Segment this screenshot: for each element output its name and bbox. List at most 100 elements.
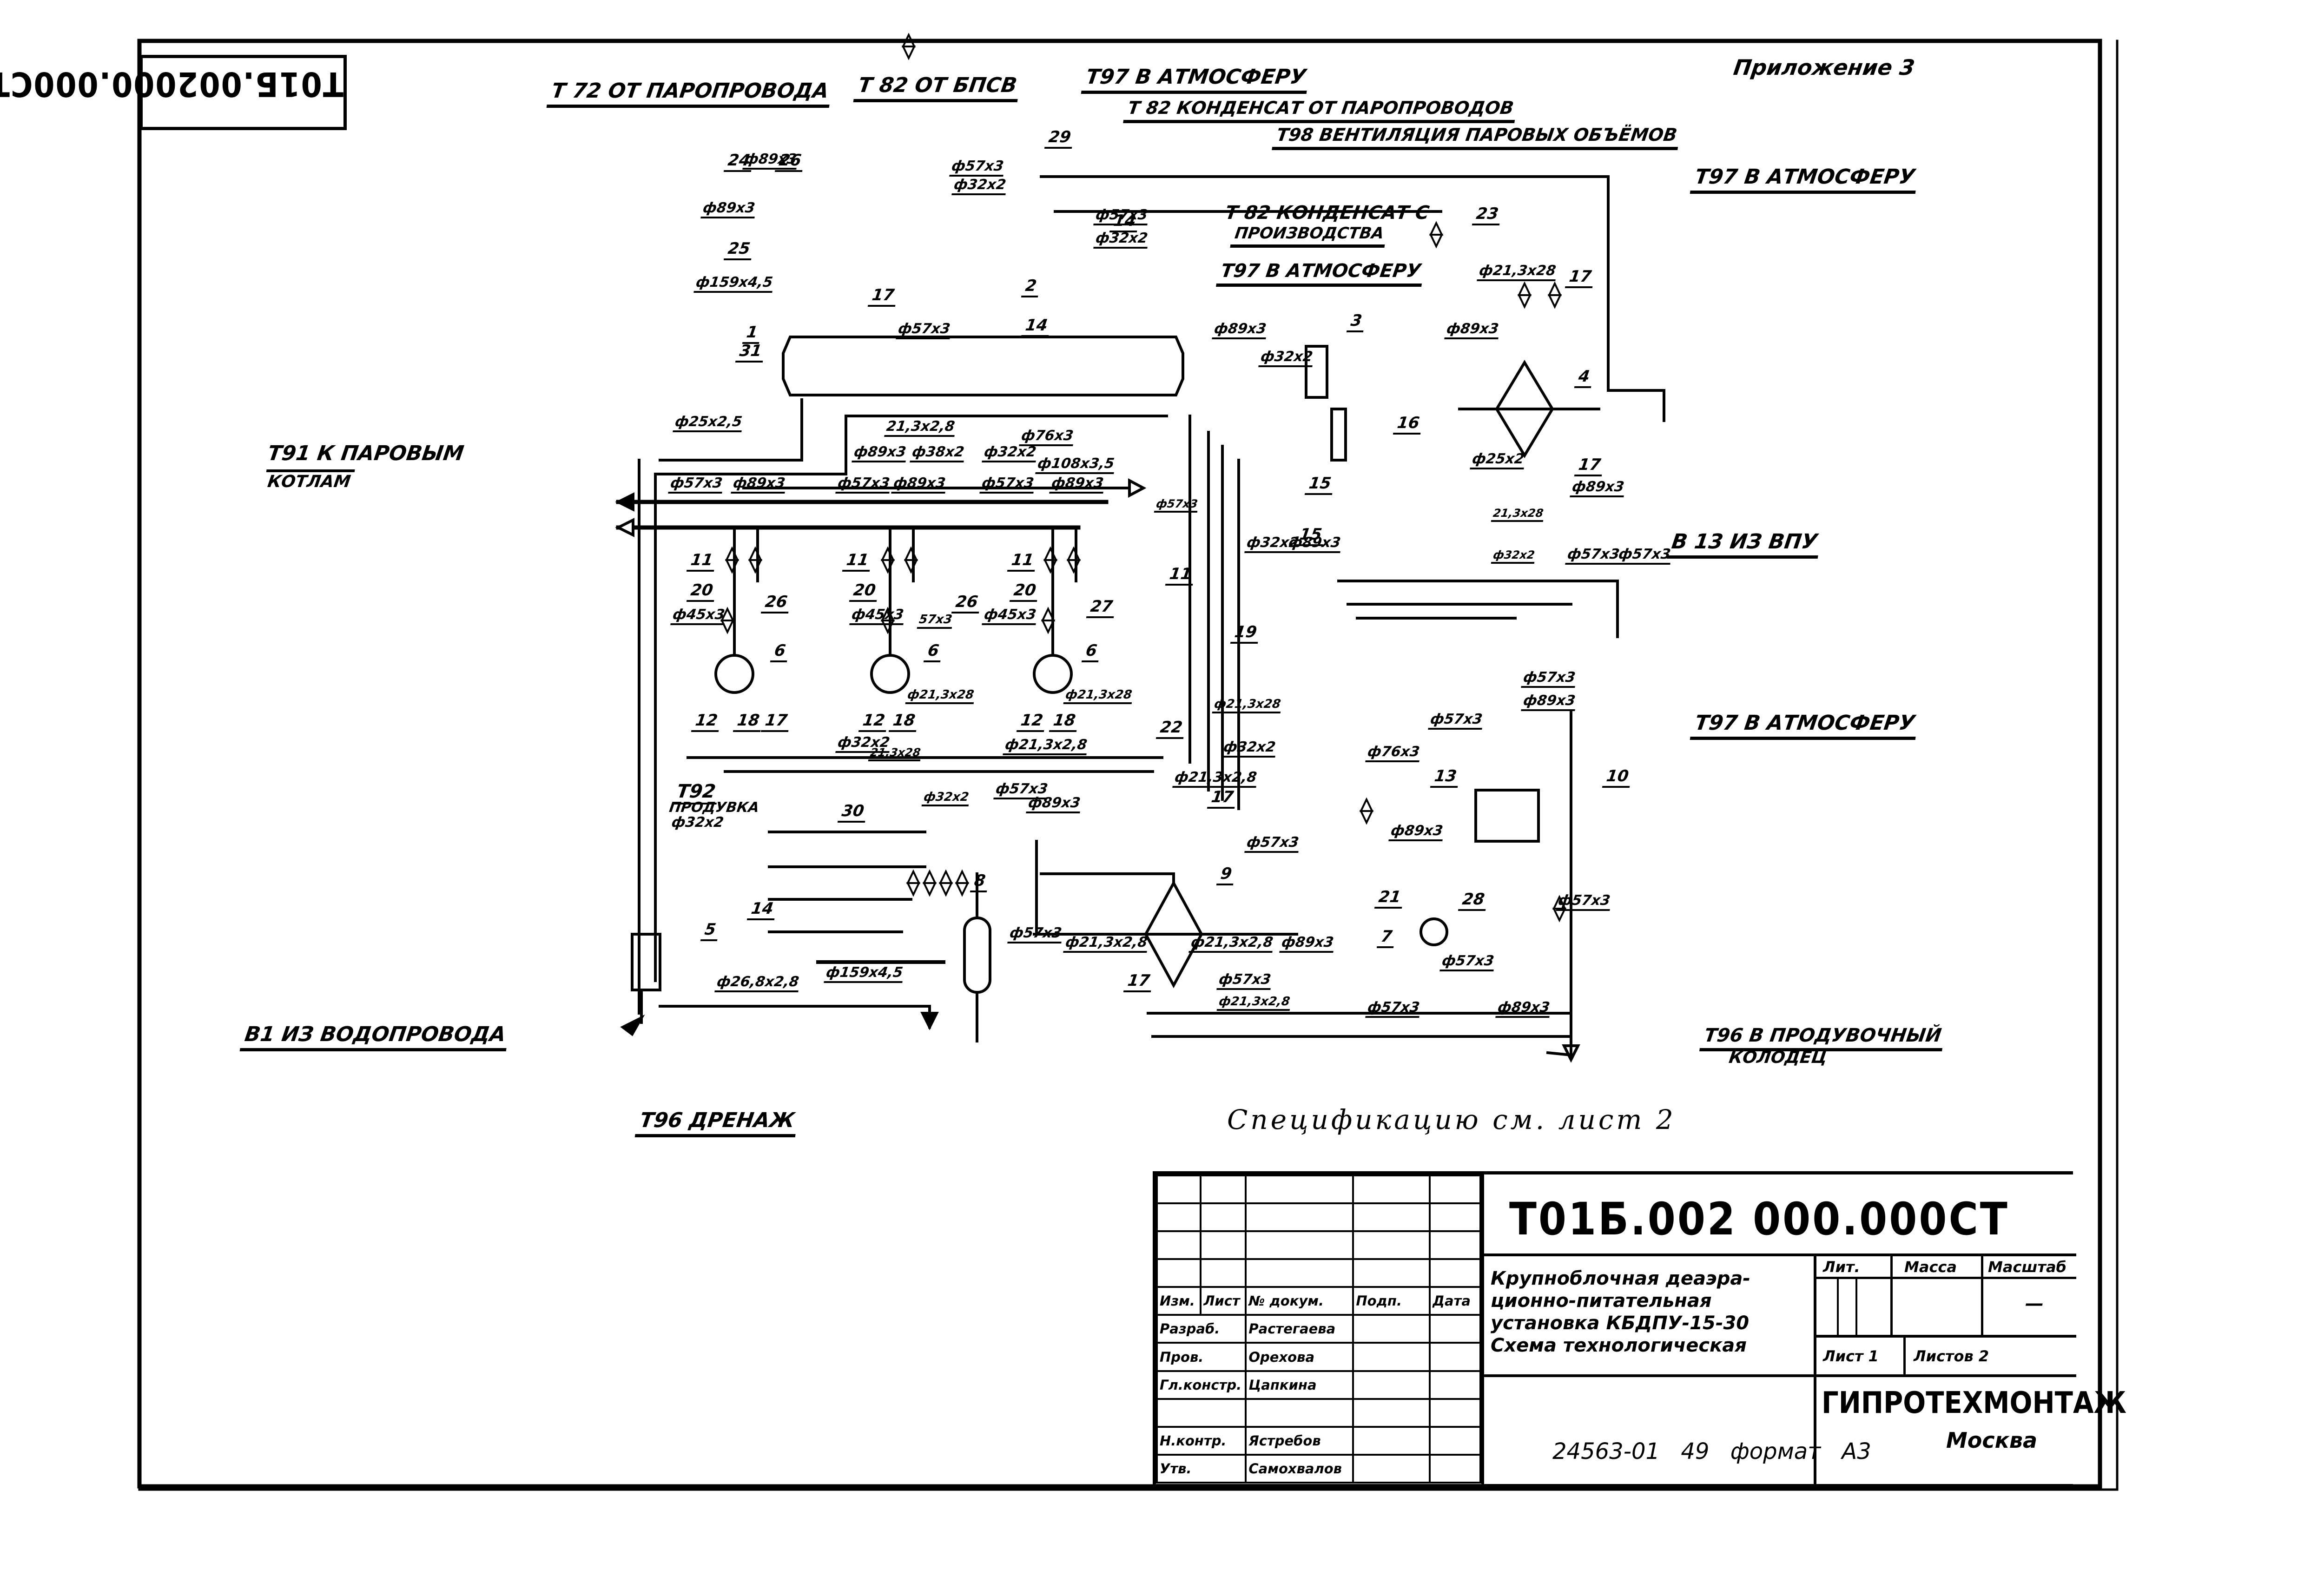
pipe-label: ф159х4,5 bbox=[693, 274, 775, 293]
pipe-label: ф89х3 bbox=[1212, 321, 1268, 339]
position-number: 30 bbox=[837, 802, 868, 823]
position-number: 27 bbox=[1086, 597, 1117, 618]
label-t82-production-2: ПРОИЗВОДСТВА bbox=[1230, 224, 1388, 248]
title-block: Изм. Лист № докум. Подп. Дата Разраб.Рас… bbox=[1153, 1171, 2126, 1487]
signature-row: Утв.Самохвалов bbox=[1155, 1453, 1481, 1484]
pipe-label: ф89х3 bbox=[1279, 934, 1336, 953]
pipe-label: ф57х3 bbox=[1439, 953, 1496, 971]
label-b13: В 13 ИЗ ВПУ bbox=[1666, 530, 1822, 559]
pipe-label: ф57х3 bbox=[668, 475, 725, 494]
pump-group-3 bbox=[1033, 526, 1077, 694]
label-t97-mid: Т97 В АТМОСФЕРУ bbox=[1215, 260, 1425, 287]
pipe-label: ф21,3х28 bbox=[1477, 263, 1558, 281]
sheet-number: Лист 1 bbox=[1823, 1347, 1879, 1365]
divider bbox=[1903, 1335, 1906, 1374]
position-number: 13 bbox=[1430, 767, 1461, 788]
position-number: 20 bbox=[1009, 581, 1040, 602]
label-t82-condensate: Т 82 КОНДЕНСАТ ОТ ПАРОПРОВОДОВ bbox=[1123, 98, 1518, 123]
rotated-stamp-code: Т01Б.002000.000СТ bbox=[0, 65, 343, 104]
pipe-label: ф57х3 bbox=[835, 475, 892, 494]
position-number: 20 bbox=[849, 581, 880, 602]
pump-6-c bbox=[1033, 654, 1073, 694]
pipe-label: ф57х3 bbox=[1565, 546, 1622, 565]
position-number: 15 bbox=[1295, 525, 1326, 546]
pipe-label: 21,3х28 bbox=[1491, 507, 1545, 522]
pipe-89x3-main bbox=[654, 415, 1168, 475]
pipe-label: ф21,3х2,8 bbox=[1172, 769, 1259, 788]
pipe-label: ф89х3 bbox=[852, 444, 908, 462]
cooler-9 bbox=[1144, 880, 1203, 989]
position-number: 11 bbox=[1007, 551, 1038, 572]
pipe-label: ф159х4,5 bbox=[824, 964, 905, 983]
pump-6-a bbox=[714, 654, 754, 694]
pipe-label: ф21,3х28 bbox=[1063, 688, 1134, 704]
divider bbox=[1981, 1253, 1983, 1335]
position-number: 2 bbox=[1021, 277, 1041, 297]
signature-row: Пров.Орехова bbox=[1155, 1342, 1481, 1372]
position-number: 28 bbox=[1458, 890, 1489, 911]
pipe-label: ф45х3 bbox=[670, 607, 727, 625]
position-number: 29 bbox=[1044, 128, 1075, 149]
pipe-label: ф32х2 bbox=[921, 790, 971, 806]
position-number: 26 bbox=[760, 593, 792, 613]
position-number: 17 bbox=[1207, 788, 1238, 809]
vessel-3b bbox=[1330, 408, 1347, 462]
divider bbox=[1481, 1253, 2076, 1256]
pipe-label: ф57х3 bbox=[1154, 497, 1200, 513]
col-change: Изм. bbox=[1155, 1286, 1202, 1316]
position-number: 21 bbox=[1374, 888, 1405, 909]
pipe-label: ф57х3 bbox=[1216, 971, 1273, 990]
signature-header-row: Изм. Лист № докум. Подп. Дата bbox=[1155, 1286, 1481, 1316]
position-number: 14 bbox=[1021, 316, 1052, 337]
position-number: 6 bbox=[770, 641, 790, 662]
divider bbox=[1855, 1277, 1857, 1335]
pipe-label: ф89х3 bbox=[1570, 479, 1626, 497]
label-t72: Т 72 ОТ ПАРОПРОВОДА bbox=[546, 79, 833, 108]
position-number: 19 bbox=[1230, 623, 1261, 644]
separator-8 bbox=[963, 917, 991, 994]
position-number: 6 bbox=[923, 641, 943, 662]
divider bbox=[1481, 1174, 1484, 1487]
pipe-label: ф45х3 bbox=[982, 607, 1038, 625]
water-supply-line bbox=[640, 989, 931, 1029]
position-number: 17 bbox=[1123, 971, 1154, 992]
position-number: 10 bbox=[1602, 767, 1633, 788]
position-number: 18 bbox=[733, 711, 764, 732]
arrow-108 bbox=[1128, 478, 1147, 498]
rotated-document-stamp: Т01Б.002000.000СТ bbox=[0, 55, 347, 130]
pipe-label: ф21,3х28 bbox=[905, 688, 976, 704]
vessel-3 bbox=[1305, 345, 1328, 399]
pipe-label: ф21,3х2,8 bbox=[1003, 737, 1089, 755]
scale-label: Масштаб bbox=[1988, 1258, 2067, 1276]
lit-label: Лит. bbox=[1823, 1258, 1860, 1276]
pipe-label: ф57х3 bbox=[1244, 834, 1301, 853]
arrow-t91-lower bbox=[615, 518, 634, 537]
label-t96-drain: Т96 ДРЕНАЖ bbox=[634, 1108, 799, 1137]
pipe-label: ф57х3 bbox=[949, 158, 1006, 177]
position-number: 11 bbox=[686, 551, 717, 572]
label-t97-low: Т97 В АТМОСФЕРУ bbox=[1690, 711, 1920, 740]
organization-name: ГИПРОТЕХМОНТАЖ bbox=[1822, 1386, 2126, 1420]
specification-note: Спецификацию см. лист 2 bbox=[1227, 1104, 1676, 1135]
pipe-label: ф108х3,5 bbox=[1035, 455, 1116, 474]
sheet-frame bbox=[137, 39, 2102, 1489]
appendix-label: Приложение 3 bbox=[1732, 55, 1916, 80]
position-number: 16 bbox=[1393, 414, 1424, 435]
position-number: 3 bbox=[1346, 311, 1366, 332]
label-t98-ventilation: Т98 ВЕНТИЛЯЦИЯ ПАРОВЫХ ОБЪЁМОВ bbox=[1272, 125, 1681, 150]
position-number: 17 bbox=[1565, 267, 1596, 288]
pipe-label: ф76х3 bbox=[1019, 428, 1076, 446]
pipe-label: ф57х3 bbox=[1521, 669, 1578, 688]
pipe-label: ф32х2 bbox=[1491, 548, 1537, 564]
label-t92-diameter: ф32х2 bbox=[670, 814, 725, 831]
position-number: 14 bbox=[1109, 211, 1140, 232]
position-number: 11 bbox=[1165, 565, 1196, 586]
pump-6-b bbox=[870, 654, 910, 694]
pipe-label: ф89х3 bbox=[1026, 795, 1083, 813]
signature-row: Гл.констр.Цапкина bbox=[1155, 1370, 1481, 1400]
position-number: 18 bbox=[1049, 711, 1080, 732]
deaerator-column-1 bbox=[782, 336, 1184, 396]
divider bbox=[1814, 1335, 2076, 1338]
position-number: 17 bbox=[760, 711, 792, 732]
